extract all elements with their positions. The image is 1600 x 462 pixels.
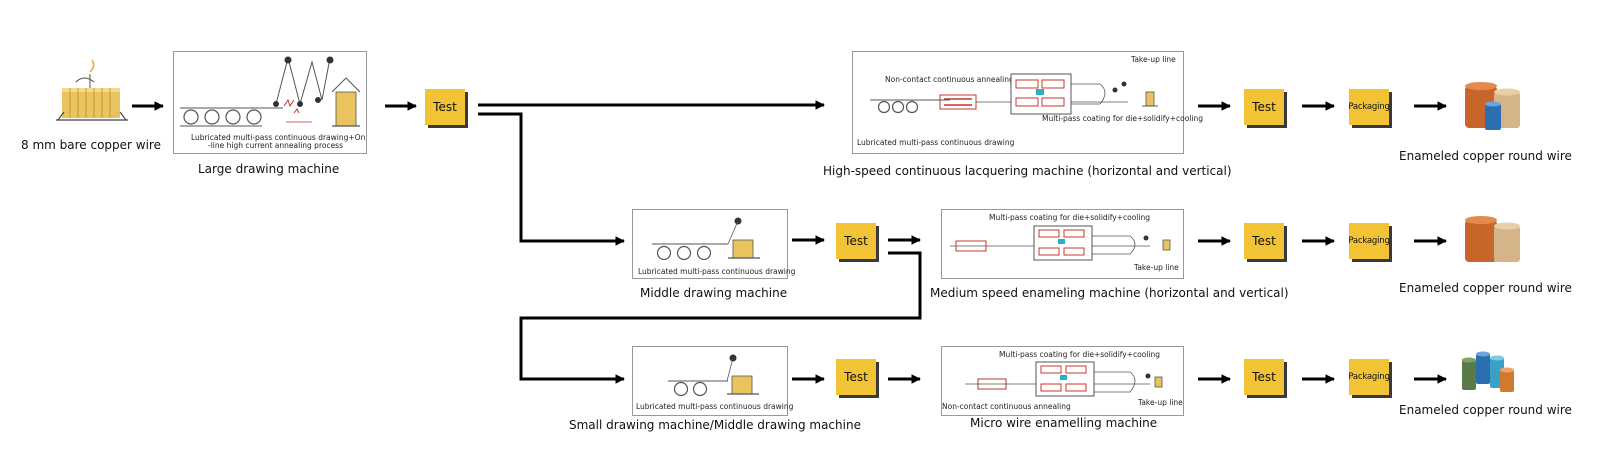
medium-speed-label: Medium speed enameling machine (horizont… [930,286,1289,300]
packaging-box-mw: Packaging [1348,359,1390,395]
medium-speed-coating: Multi-pass coating for die+solidify+cool… [989,213,1150,222]
middle-machine-caption: Lubricated multi-pass continuous drawing [638,267,796,276]
test-box-2: Test [836,223,876,259]
source-label: 8 mm bare copper wire [21,138,161,152]
large-machine-caption-2: -line high current annealing process [208,141,343,150]
packaging-box-ms: Packaging [1348,223,1390,259]
micro-label: Micro wire enamelling machine [970,416,1158,430]
high-speed-label: High-speed continuous lacquering machine… [823,164,1232,178]
small-machine-label: Small drawing machine/Middle drawing mac… [569,418,861,432]
medium-speed-panel [941,209,1184,279]
micro-annealing: Non-contact continuous annealing [942,402,1071,411]
small-machine-caption: Lubricated multi-pass continuous drawing [636,402,794,411]
middle-machine-label: Middle drawing machine [640,286,788,300]
large-drawing-machine-panel [173,51,367,154]
packaging-box-hs: Packaging [1348,89,1390,125]
test-box-1: Test [425,89,465,125]
high-speed-drawing: Lubricated multi-pass continuous drawing [857,138,1015,147]
test-box-hs: Test [1244,89,1284,125]
high-speed-annealing: Non-contact continuous annealing [885,75,1014,84]
product-label-2: Enameled copper round wire [1399,281,1572,295]
high-speed-take-up: Take-up line [1131,55,1176,64]
micro-coating: Multi-pass coating for die+solidify+cool… [999,350,1160,359]
large-machine-label: Large drawing machine [198,162,340,176]
arrow-test-to-middle [478,112,625,246]
high-speed-coating: Multi-pass coating for die+solidify+cool… [1042,114,1203,123]
product-label-1: Enameled copper round wire [1399,149,1572,163]
test-box-3: Test [836,359,876,395]
product-label-3: Enameled copper round wire [1399,403,1572,417]
test-box-ms: Test [1244,223,1284,259]
arrow-test-to-small [519,251,922,384]
large-machine-caption-1: Lubricated multi-pass continuous drawing… [191,133,366,142]
micro-take-up: Take-up line [1138,398,1183,407]
test-box-mw: Test [1244,359,1284,395]
medium-speed-take-up: Take-up line [1134,263,1179,272]
